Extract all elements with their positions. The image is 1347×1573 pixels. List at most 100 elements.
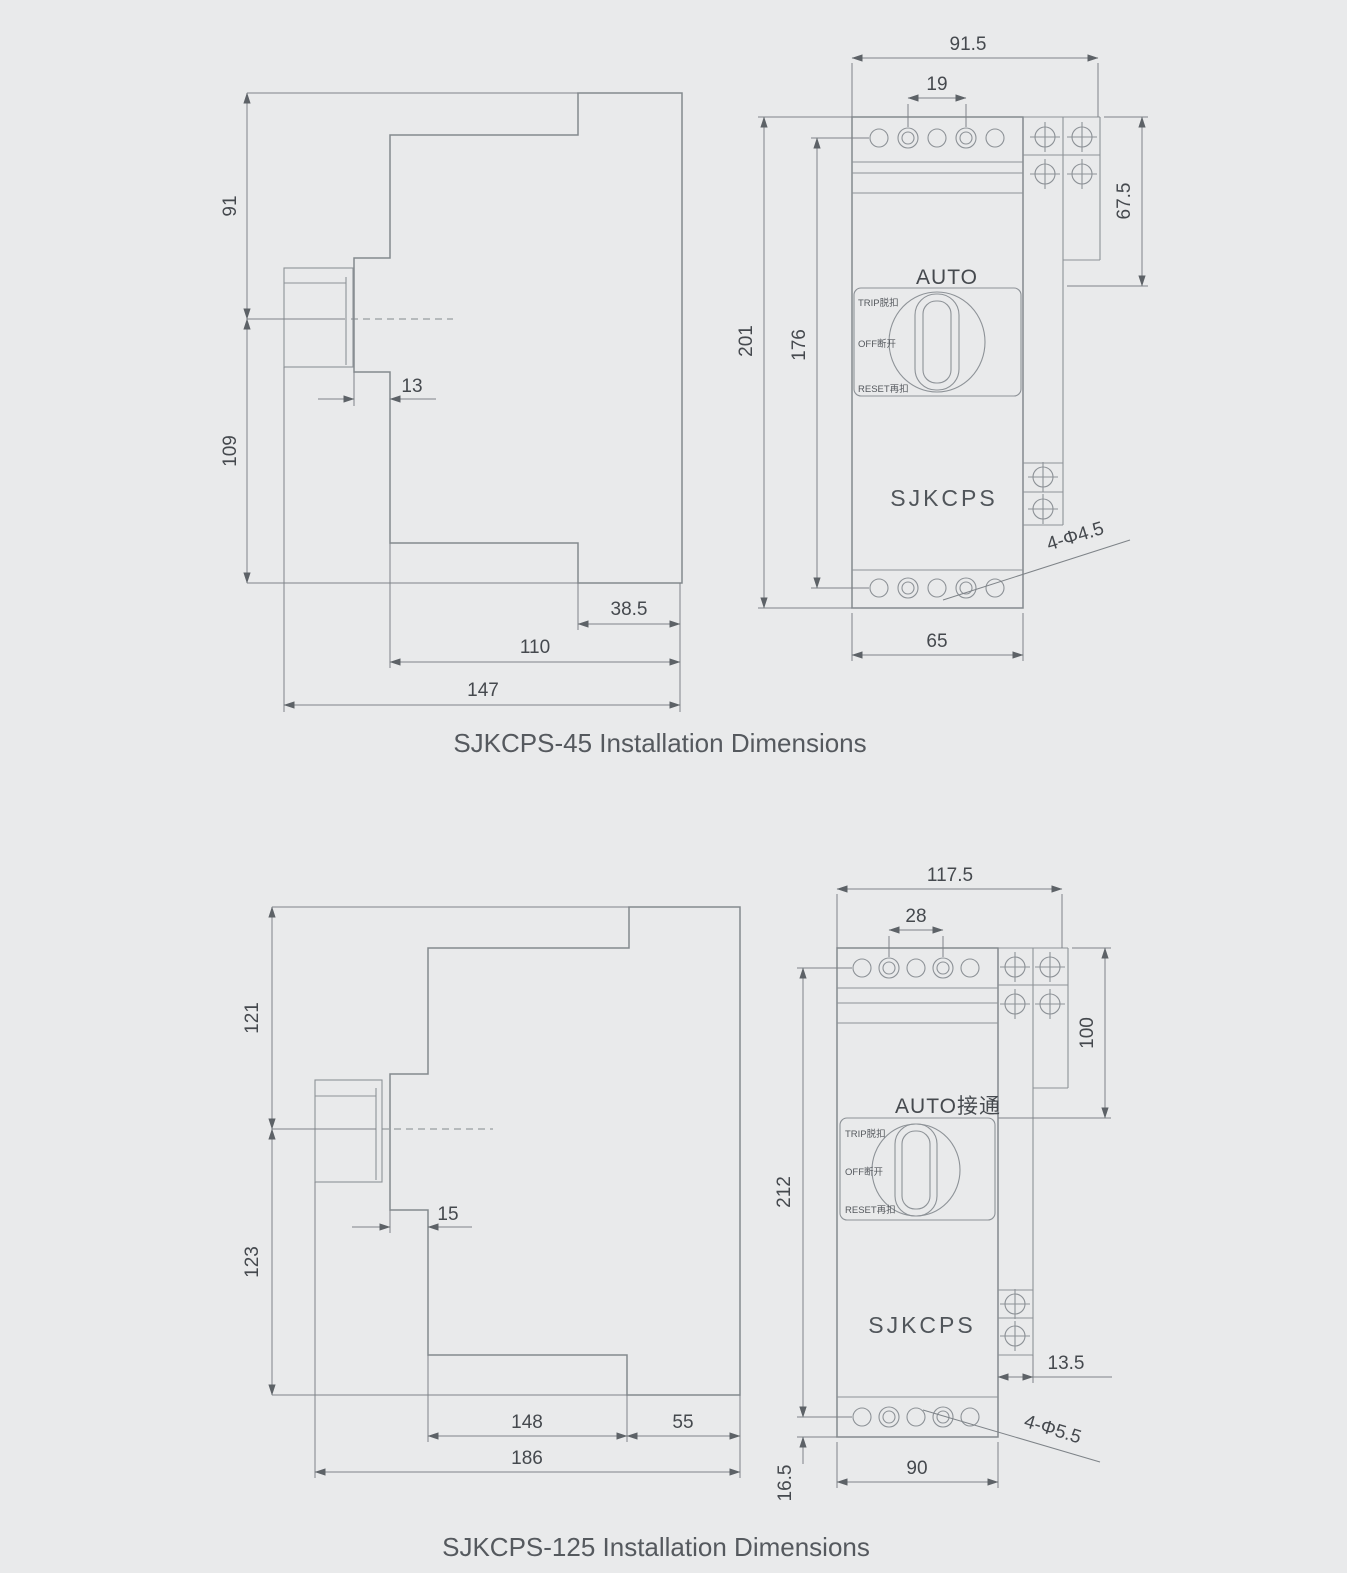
mounting-bracket-125 (998, 947, 1069, 1356)
terminal-hole (878, 1406, 900, 1428)
dim-67-5-text: 67.5 (1114, 183, 1135, 220)
dim-13: 13 (318, 376, 436, 403)
dim-91: 91 (220, 92, 251, 320)
dim-16-5: 16.5 (775, 1390, 837, 1501)
dim-121-text: 121 (242, 1002, 263, 1034)
dim-176: 176 (789, 137, 869, 589)
knob-handle (894, 1123, 938, 1217)
side-profile-45 (353, 92, 683, 584)
hole-callout-45-text: 4-Φ4.5 (1044, 518, 1106, 555)
body-outline-125 (836, 947, 999, 1438)
trip-label: TRIP脱扣 (858, 297, 899, 309)
dim-65: 65 (851, 613, 1024, 661)
din-clip-block-125 (314, 1079, 383, 1183)
clip-block-outline (314, 1079, 383, 1183)
dim-110: 110 (389, 637, 681, 666)
dim-15-text: 15 (437, 1204, 458, 1225)
mounting-bracket-45 (1023, 116, 1101, 526)
dim-65-text: 65 (926, 631, 947, 652)
dim-15: 15 (352, 1204, 472, 1231)
top-terminal-holes-45 (869, 127, 1005, 149)
terminal-hole (897, 577, 919, 599)
sjkcps125-side-view: 121 123 15 148 55 186 (242, 906, 741, 1478)
terminal-hole (985, 128, 1005, 148)
brand-label-125: SJKCPS (868, 1312, 975, 1338)
sjkcps45-front-view: AUTO TRIP脱扣 OFF断开 RESET再扣 SJKCPS 91.5 19 (736, 34, 1148, 661)
terminal-hole (906, 958, 926, 978)
knob-handle-inner (901, 1130, 931, 1210)
terminal-hole (927, 578, 947, 598)
dim-176-text: 176 (789, 329, 810, 361)
terminal-hole (932, 1406, 954, 1428)
crosshair-icon (1028, 494, 1058, 524)
terminal-hole (869, 128, 889, 148)
clip-block-outline (283, 267, 354, 368)
terminal-hole (960, 1407, 980, 1427)
dim-91-5-text: 91.5 (950, 34, 987, 55)
dim-13-text: 13 (401, 376, 422, 397)
dim-117-5-text: 117.5 (927, 865, 973, 886)
terminal-hole-inner (959, 131, 973, 145)
crosshair-icon (1000, 989, 1030, 1019)
crosshair-icon (1030, 122, 1060, 152)
crosshair-icon (1000, 952, 1030, 982)
crosshair-icon (1000, 1321, 1030, 1351)
crosshair-icon (1067, 159, 1097, 189)
terminal-hole (852, 958, 872, 978)
terminal-hole (985, 578, 1005, 598)
terminal-hole-inner (936, 1410, 950, 1424)
terminal-hole-inner (882, 1410, 896, 1424)
dim-38-5: 38.5 (577, 599, 681, 628)
dim-110-text: 110 (520, 637, 550, 658)
off-label: OFF断开 (858, 338, 896, 350)
terminal-hole-inner (936, 961, 950, 975)
knob-handle-inner (922, 300, 952, 384)
dim-19-text: 19 (926, 74, 947, 95)
dim-19: 19 (907, 74, 967, 127)
dim-100-text: 100 (1077, 1017, 1098, 1049)
dim-123: 123 (242, 1128, 276, 1396)
dim-109: 109 (220, 318, 251, 584)
leader-line (942, 539, 1131, 601)
dim-13-5: 13.5 (997, 1353, 1112, 1383)
hole-callout-45: 4-Φ4.5 (942, 518, 1131, 601)
terminal-hole-inner (882, 961, 896, 975)
crosshair-icon (1000, 1289, 1030, 1319)
dim-201: 201 (736, 116, 852, 609)
dim-123-text: 123 (242, 1246, 263, 1278)
terminal-hole-inner (901, 131, 915, 145)
bottom-terminal-holes-125 (852, 1406, 980, 1428)
dim-121: 121 (242, 906, 276, 1130)
terminal-hole (897, 127, 919, 149)
dim-147: 147 (283, 680, 681, 709)
dim-100: 100 (998, 947, 1111, 1119)
dim-28-text: 28 (905, 906, 926, 927)
terminal-hole (906, 1407, 926, 1427)
switch-panel (839, 1117, 996, 1221)
din-clip-block-45 (283, 267, 354, 368)
mounting-crosshairs-125 (1000, 952, 1065, 1351)
trip-label: TRIP脱扣 (845, 1128, 886, 1140)
dim-117-5: 117.5 (836, 865, 1063, 948)
knob-handle (914, 293, 960, 391)
crosshair-icon (1035, 989, 1065, 1019)
dim-186-text: 186 (511, 1448, 543, 1469)
dim-212-text: 212 (774, 1176, 795, 1208)
dim-16-5-text: 16.5 (775, 1465, 796, 1502)
terminal-hole-inner (959, 581, 973, 595)
terminal-hole (955, 577, 977, 599)
dim-109-text: 109 (220, 435, 241, 467)
rotary-switch-125: AUTO接通 TRIP脱扣 OFF断开 RESET再扣 (839, 1095, 1001, 1221)
switch-panel (853, 287, 1022, 397)
dim-38-5-text: 38.5 (611, 599, 648, 620)
caption-sjkcps125: SJKCPS-125 Installation Dimensions (442, 1532, 870, 1562)
dim-148: 148 (427, 1412, 628, 1440)
dim-147-text: 147 (467, 680, 499, 701)
dim-186: 186 (314, 1448, 741, 1476)
hole-callout-125: 4-Φ5.5 (922, 1409, 1101, 1463)
auto-label: AUTO接通 (895, 1095, 1001, 1118)
crosshair-icon (1030, 159, 1060, 189)
dim-55-text: 55 (672, 1412, 693, 1433)
